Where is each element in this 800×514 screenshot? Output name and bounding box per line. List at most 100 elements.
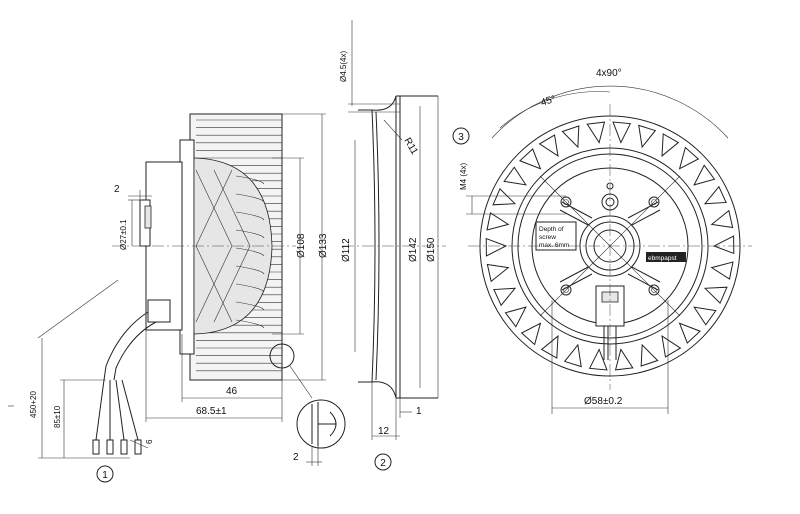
lead-wires xyxy=(92,379,142,455)
rotor-rib xyxy=(235,193,265,203)
callout-2: 2 xyxy=(380,458,386,469)
blade-mark xyxy=(485,237,508,257)
blade-mark xyxy=(693,164,716,186)
dim-shaft-2: 2 xyxy=(114,184,120,195)
dim-depth-12: 12 xyxy=(378,426,390,437)
dim-radius: R11 xyxy=(401,136,420,157)
dim-strip: 6 xyxy=(145,439,154,444)
wire-ferrule xyxy=(106,439,114,455)
dim-angle-4x90: 4x90° xyxy=(596,68,622,79)
blade-mark xyxy=(678,146,700,170)
note-box xyxy=(535,221,577,251)
dim-thread: M4 (4x) xyxy=(459,163,468,190)
blade-mark xyxy=(486,212,510,231)
blade-mark xyxy=(486,263,510,283)
wire-ferrule xyxy=(92,439,100,455)
rotor-rib xyxy=(235,283,265,293)
cable xyxy=(103,311,149,381)
lead-wire xyxy=(95,379,105,441)
blade-mark xyxy=(661,335,682,358)
dim-d150: Ø150 xyxy=(426,237,437,262)
blade-mark xyxy=(612,121,632,144)
dim-detail-2: 2 xyxy=(293,452,299,463)
rotor-rib xyxy=(235,301,265,311)
blade-mark xyxy=(588,348,608,371)
callout-1-circle xyxy=(96,465,114,483)
dim-46: 46 xyxy=(226,386,238,397)
inlet-ring-wall xyxy=(371,96,401,398)
dim-cable-length: 450+20 xyxy=(29,391,38,418)
callout-1: 1 xyxy=(102,470,108,481)
cable-inner xyxy=(113,321,157,381)
rotor-rib xyxy=(235,229,265,239)
blade-mark xyxy=(493,287,517,307)
note-line-2: screw xyxy=(539,234,556,241)
rotor-ribs xyxy=(235,175,265,329)
blade-mark xyxy=(540,334,559,359)
screw-hole xyxy=(648,196,660,208)
rotor-rib xyxy=(235,319,265,329)
lead-wire xyxy=(121,379,139,441)
note-line-1: Depth of xyxy=(539,226,564,233)
dim-d133: Ø133 xyxy=(318,233,329,258)
detail-marker xyxy=(269,343,295,369)
blade-mark xyxy=(538,134,559,157)
callout-3-circle xyxy=(452,127,470,145)
brand-label: ebmpapst xyxy=(648,255,677,262)
screw-hole-inner xyxy=(563,199,569,205)
note-line-3: max. 6mm xyxy=(539,242,569,249)
shaft-notch xyxy=(144,205,152,229)
impeller-blades xyxy=(485,121,735,371)
blade-mark xyxy=(586,121,606,144)
dim-thickness-1: 1 xyxy=(416,406,422,417)
blade-mark xyxy=(563,343,582,368)
detail-circle xyxy=(296,399,346,449)
blade-mark xyxy=(712,235,735,255)
screw-hole-inner xyxy=(563,287,569,293)
blade-mark xyxy=(492,187,517,206)
blade-mark xyxy=(503,166,527,186)
blade-mark xyxy=(710,209,734,229)
cable-gland xyxy=(147,299,171,323)
screw-holes xyxy=(560,196,660,296)
blade-mark xyxy=(703,286,728,305)
rotor-rib xyxy=(235,247,265,257)
blade-mark xyxy=(614,348,634,371)
dim-d27: Ø27±0.1 xyxy=(119,219,128,250)
blade-mark xyxy=(678,322,702,344)
wire-ferrule xyxy=(134,439,142,455)
wire-ferrule xyxy=(120,439,128,455)
dim-hole: Ø4.5(4x) xyxy=(339,51,348,82)
dim-685: 68.5±1 xyxy=(196,406,227,417)
blade-mark xyxy=(518,148,542,170)
dim-d112: Ø112 xyxy=(341,238,352,262)
screw-hole xyxy=(560,284,572,296)
screw-hole-inner xyxy=(651,199,657,205)
dim-angle-45: 45° xyxy=(540,94,558,109)
rotor-rib xyxy=(235,211,265,221)
blade-mark xyxy=(504,306,527,328)
lead-wire xyxy=(115,379,125,441)
blade-mark xyxy=(520,322,542,346)
blade-mark xyxy=(640,343,659,367)
screw-hole xyxy=(560,196,572,208)
callout-2-circle xyxy=(374,453,392,471)
blade-mark xyxy=(693,306,717,326)
dim-lead-length: 85±10 xyxy=(53,405,62,428)
arc-4x90 xyxy=(491,85,729,139)
arc-45 xyxy=(499,91,611,129)
dim-d108: Ø108 xyxy=(296,233,307,258)
blade-mark xyxy=(661,133,680,158)
brand-label-plate xyxy=(646,252,686,262)
front-view: Depth of screw max. 6mm ebmpapst 4x90° 4… xyxy=(452,68,752,414)
blade-mark xyxy=(561,125,580,149)
blade-mark xyxy=(710,261,734,280)
blade-mark xyxy=(638,124,657,149)
side-view: Ø108 Ø133 Ø27±0.1 2 46 68.5±1 450+20 85±… xyxy=(8,113,329,483)
screw-hole-inner xyxy=(651,287,657,293)
section-view: Ø4.5(4x) R11 Ø112 Ø142 Ø150 1 12 2 xyxy=(339,20,446,471)
rotor-rib xyxy=(235,175,265,185)
blade-mark xyxy=(703,185,727,205)
dim-d142: Ø142 xyxy=(408,237,419,262)
